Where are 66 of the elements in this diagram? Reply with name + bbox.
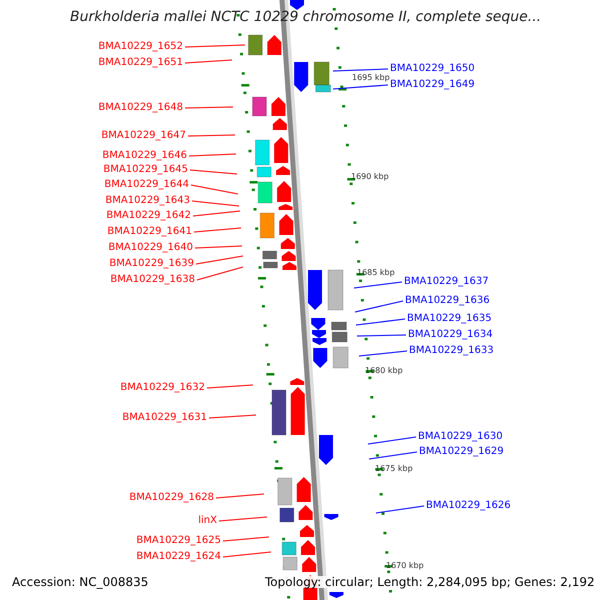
gene-label: BMA10229_1633 [409, 345, 494, 357]
scale-label: 1670 kbp [386, 561, 424, 570]
leader-line [188, 134, 236, 136]
leader-line [194, 228, 242, 232]
leader-line [208, 414, 256, 418]
gene-label: BMA10229_1630 [418, 431, 503, 443]
gene-label: BMA10229_1643 [105, 195, 190, 207]
leader-line [194, 246, 242, 248]
leader-line [184, 44, 246, 48]
gene-label: BMA10229_1649 [390, 79, 475, 91]
gene-label: BMA10229_1648 [98, 102, 183, 114]
gene-label: BMA10229_1631 [122, 412, 207, 424]
gene-label: BMA10229_1636 [405, 295, 490, 307]
scale-label: 1690 kbp [351, 172, 389, 181]
leader-line [332, 84, 388, 90]
leader-line [218, 516, 268, 522]
leader-line [190, 184, 238, 194]
gene-label: BMA10229_1639 [109, 258, 194, 270]
gene-label: BMA10229_1647 [101, 130, 186, 142]
leader-line [190, 170, 238, 174]
gene-label: BMA10229_1644 [104, 179, 189, 191]
gene-label: BMA10229_1645 [103, 164, 188, 176]
leader-line [358, 350, 408, 356]
scale-label: 1685 kbp [357, 268, 395, 277]
scale-label: 1680 kbp [365, 366, 403, 375]
gene-label: BMA10229_1629 [419, 446, 504, 458]
leader-line [206, 384, 254, 388]
gene-label: BMA10229_1634 [408, 329, 493, 341]
gene-label: BMA10229_1641 [107, 226, 192, 238]
gene-label: BMA10229_1640 [108, 242, 193, 254]
leader-line [216, 494, 264, 498]
leader-line [192, 210, 240, 216]
title: Burkholderia mallei NCTC 10229 chromosome II, complete seque... [70, 11, 542, 23]
gene-label: BMA10229_1642 [106, 210, 191, 222]
gene-label: BMA10229_1638 [110, 274, 195, 286]
gene-label: BMA10229_1625 [136, 535, 221, 547]
leader-line [188, 154, 236, 156]
leader-line [184, 60, 232, 64]
gene-label: BMA10229_1651 [98, 57, 183, 69]
gene-label: BMA10229_1635 [407, 313, 492, 325]
leader-line [196, 266, 244, 280]
gene-label: BMA10229_1628 [129, 492, 214, 504]
gene-label: BMA10229_1652 [98, 41, 183, 53]
gene-label: BMA10229_1637 [404, 276, 489, 288]
leader-line [368, 436, 416, 444]
gene-label: BMA10229_1624 [136, 551, 221, 563]
leader-line [376, 506, 424, 514]
gene-label: BMA10229_1646 [102, 150, 187, 162]
leader-line [222, 536, 270, 542]
scale-label: 1695 kbp [352, 73, 390, 82]
footer-text: Accession: NC_008835 [10, 576, 150, 588]
leader-line [354, 282, 402, 288]
leader-line [196, 256, 244, 264]
leader-line [332, 68, 388, 72]
scale-label: 1675 kbp [375, 464, 413, 473]
leader-line [356, 318, 406, 326]
gene-label: BMA10229_1626 [426, 500, 511, 512]
leader-line [192, 200, 240, 206]
leader-line [184, 106, 234, 108]
gene-label: linX [198, 515, 217, 527]
gene-label: BMA10229_1650 [390, 63, 475, 75]
leader-line [354, 300, 404, 312]
leader-line [368, 452, 418, 460]
leader-line [356, 334, 406, 336]
gene-label: BMA10229_1632 [120, 382, 205, 394]
leader-line [222, 552, 272, 558]
